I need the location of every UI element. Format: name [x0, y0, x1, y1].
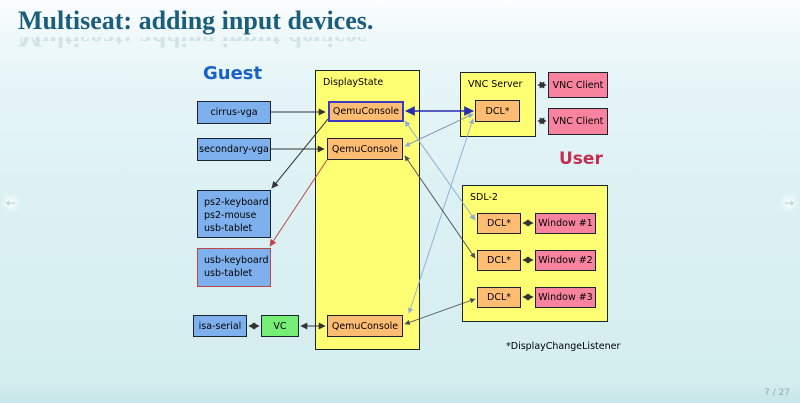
usb-keyboard-label: usb-keyboard — [204, 255, 269, 266]
slide-title: Multiseat: adding input devices. — [18, 6, 374, 35]
vnc-dcl-box: DCL* — [475, 100, 520, 122]
footer-bar — [0, 386, 800, 403]
page-number: 7 / 27 — [764, 388, 790, 398]
usb-tablet2-label: usb-tablet — [204, 268, 253, 279]
vnc-client-2-box: VNC Client — [548, 108, 608, 135]
sdl-dcl-3-box: DCL* — [477, 287, 521, 308]
vnc-client-1-box: VNC Client — [548, 72, 608, 98]
nav-back-arrow-icon[interactable]: ← — [1, 193, 21, 213]
sdl-dcl-1-box: DCL* — [477, 213, 521, 234]
ps2-input-devices-box: ps2-keyboard ps2-mouse usb-tablet — [197, 190, 271, 238]
vnc-server-label: VNC Server — [468, 79, 523, 90]
usb-tablet-label: usb-tablet — [204, 223, 253, 234]
nav-forward-arrow-icon[interactable]: → — [779, 193, 799, 213]
qemuconsole-3-box: QemuConsole — [327, 315, 403, 337]
secondary-vga-box: secondary-vga — [197, 138, 271, 161]
qemuconsole-2-box: QemuConsole — [327, 138, 403, 160]
window-1-box: Window #1 — [535, 213, 596, 234]
sdl-dcl-2-box: DCL* — [477, 250, 521, 271]
usb-input-devices-box: usb-keyboard usb-tablet — [197, 248, 271, 287]
qemuconsole-1-box: QemuConsole — [328, 101, 404, 122]
window-2-box: Window #2 — [535, 250, 596, 271]
window-3-box: Window #3 — [535, 287, 596, 308]
isa-serial-box: isa-serial — [193, 315, 247, 337]
user-section-label: User — [559, 149, 603, 169]
dcl-footnote: *DisplayChangeListener — [506, 341, 621, 352]
sdl2-label: SDL-2 — [470, 192, 498, 203]
cirrus-vga-box: cirrus-vga — [197, 101, 271, 124]
guest-section-label: Guest — [203, 63, 263, 84]
ps2-keyboard-label: ps2-keyboard — [204, 197, 269, 208]
ps2-mouse-label: ps2-mouse — [204, 210, 257, 221]
displaystate-label: DisplayState — [323, 77, 384, 88]
vc-box: VC — [261, 315, 299, 337]
